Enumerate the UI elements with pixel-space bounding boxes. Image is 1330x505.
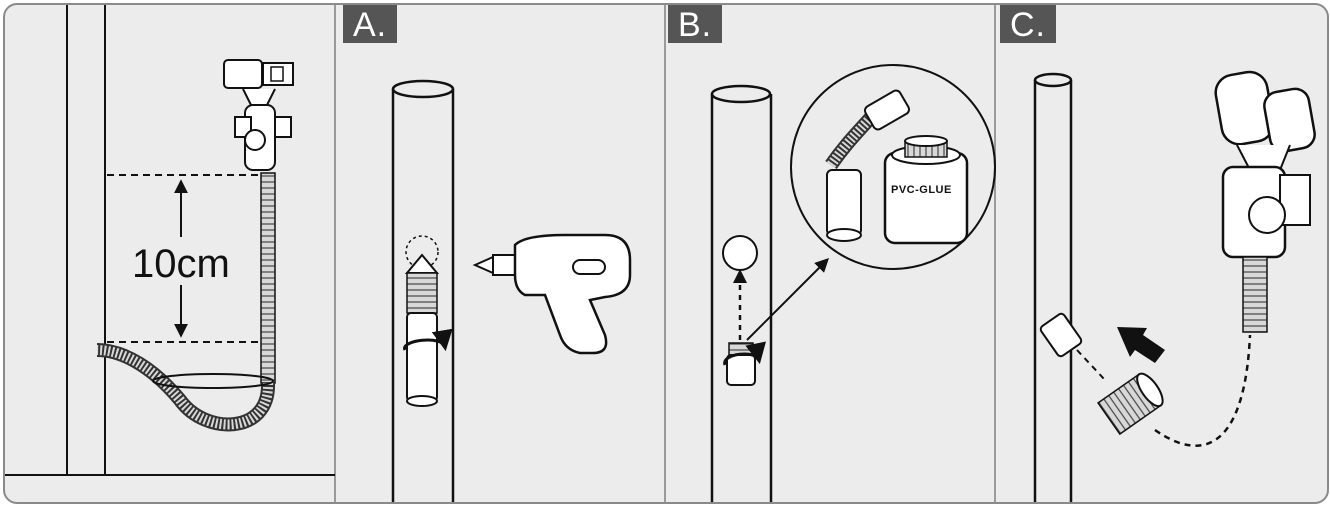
glue-label: PVC-GLUE [891, 184, 952, 196]
instruction-illustration: 10cm [5, 5, 1327, 502]
panel-c-connecting [1035, 69, 1317, 502]
drill-body [515, 235, 630, 353]
pipe-connector-a [407, 313, 437, 401]
regulator-cap [224, 60, 262, 88]
direction-arrow [1117, 327, 1165, 363]
measurement-label: 10cm [132, 242, 230, 286]
instruction-frame: A. B. C. [3, 3, 1329, 504]
pipe-top-c [1035, 74, 1071, 86]
glue-can [885, 153, 967, 243]
pipe-top-a [393, 81, 453, 97]
pipe-hole [723, 236, 757, 270]
panel-b-gluing: PVC-GLUE [712, 65, 995, 502]
pipe-connector-b [727, 355, 755, 385]
hose-c [1243, 257, 1267, 332]
panel-overview: 10cm [5, 5, 335, 475]
vertical-hose [261, 173, 275, 383]
drill-bit [475, 257, 493, 273]
pipe-top-b [712, 86, 770, 102]
panel-a-drilling [393, 81, 630, 502]
pipe-connector-c [1039, 312, 1083, 358]
